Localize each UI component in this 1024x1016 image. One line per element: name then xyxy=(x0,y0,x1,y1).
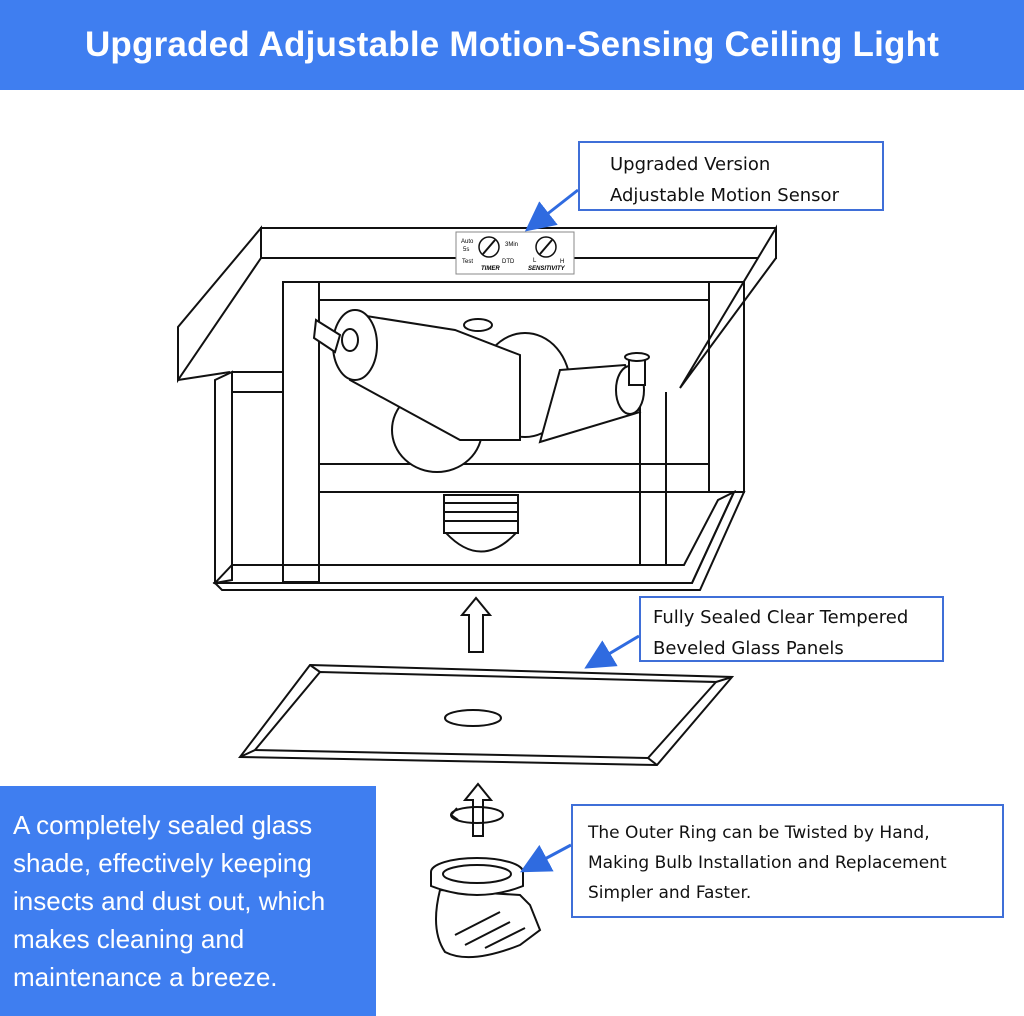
page-title: Upgraded Adjustable Motion-Sensing Ceili… xyxy=(84,25,940,64)
hand-with-outer-ring xyxy=(430,857,542,959)
rotate-arrow-icon xyxy=(450,782,504,837)
sealed-shade-note: A completely sealed glass shade, effecti… xyxy=(0,786,376,1016)
timer-label-5s: 5s xyxy=(463,247,469,253)
timer-label-3min: 3Min xyxy=(505,242,518,248)
timer-label-auto: Auto xyxy=(461,239,474,245)
note-line: shade, effectively keeping xyxy=(13,848,312,878)
bottom-sensor-cap xyxy=(443,494,519,553)
bulb-sockets xyxy=(312,309,650,473)
callout-line: Fully Sealed Clear Tempered xyxy=(653,607,909,628)
callout-glass-panels: Fully Sealed Clear Tempered Beveled Glas… xyxy=(639,596,944,662)
note-line: maintenance a breeze. xyxy=(13,962,278,992)
sensitivity-label-low: L xyxy=(533,258,537,264)
fixture-frame xyxy=(212,281,746,591)
assembly-up-arrow xyxy=(459,596,493,653)
callout-motion-sensor: Upgraded Version Adjustable Motion Senso… xyxy=(578,141,884,211)
callout-line: The Outer Ring can be Twisted by Hand, xyxy=(588,823,930,843)
callout-outer-ring: The Outer Ring can be Twisted by Hand, M… xyxy=(571,804,1004,918)
motion-sensor-panel: Auto 5s 3Min Test DTD TIMER L H SENSITIV… xyxy=(455,231,575,275)
note-line: A completely sealed glass xyxy=(13,810,313,840)
callout-line: Making Bulb Installation and Replacement xyxy=(588,853,947,873)
callout-line: Beveled Glass Panels xyxy=(653,638,844,659)
note-line: insects and dust out, which xyxy=(13,886,326,916)
title-banner: Upgraded Adjustable Motion-Sensing Ceili… xyxy=(0,0,1024,90)
timer-label-test: Test xyxy=(462,259,473,265)
callout-arrows xyxy=(520,188,640,873)
callout-line: Upgraded Version xyxy=(610,154,771,175)
sensitivity-label-high: H xyxy=(560,259,564,265)
sensitivity-title: SENSITIVITY xyxy=(528,266,566,272)
timer-label-dtd: DTD xyxy=(502,259,515,265)
callout-line: Adjustable Motion Sensor xyxy=(610,185,839,206)
callout-line: Simpler and Faster. xyxy=(588,883,752,903)
glass-panel xyxy=(238,663,735,767)
note-line: makes cleaning and xyxy=(13,924,245,954)
timer-title: TIMER xyxy=(481,266,500,272)
